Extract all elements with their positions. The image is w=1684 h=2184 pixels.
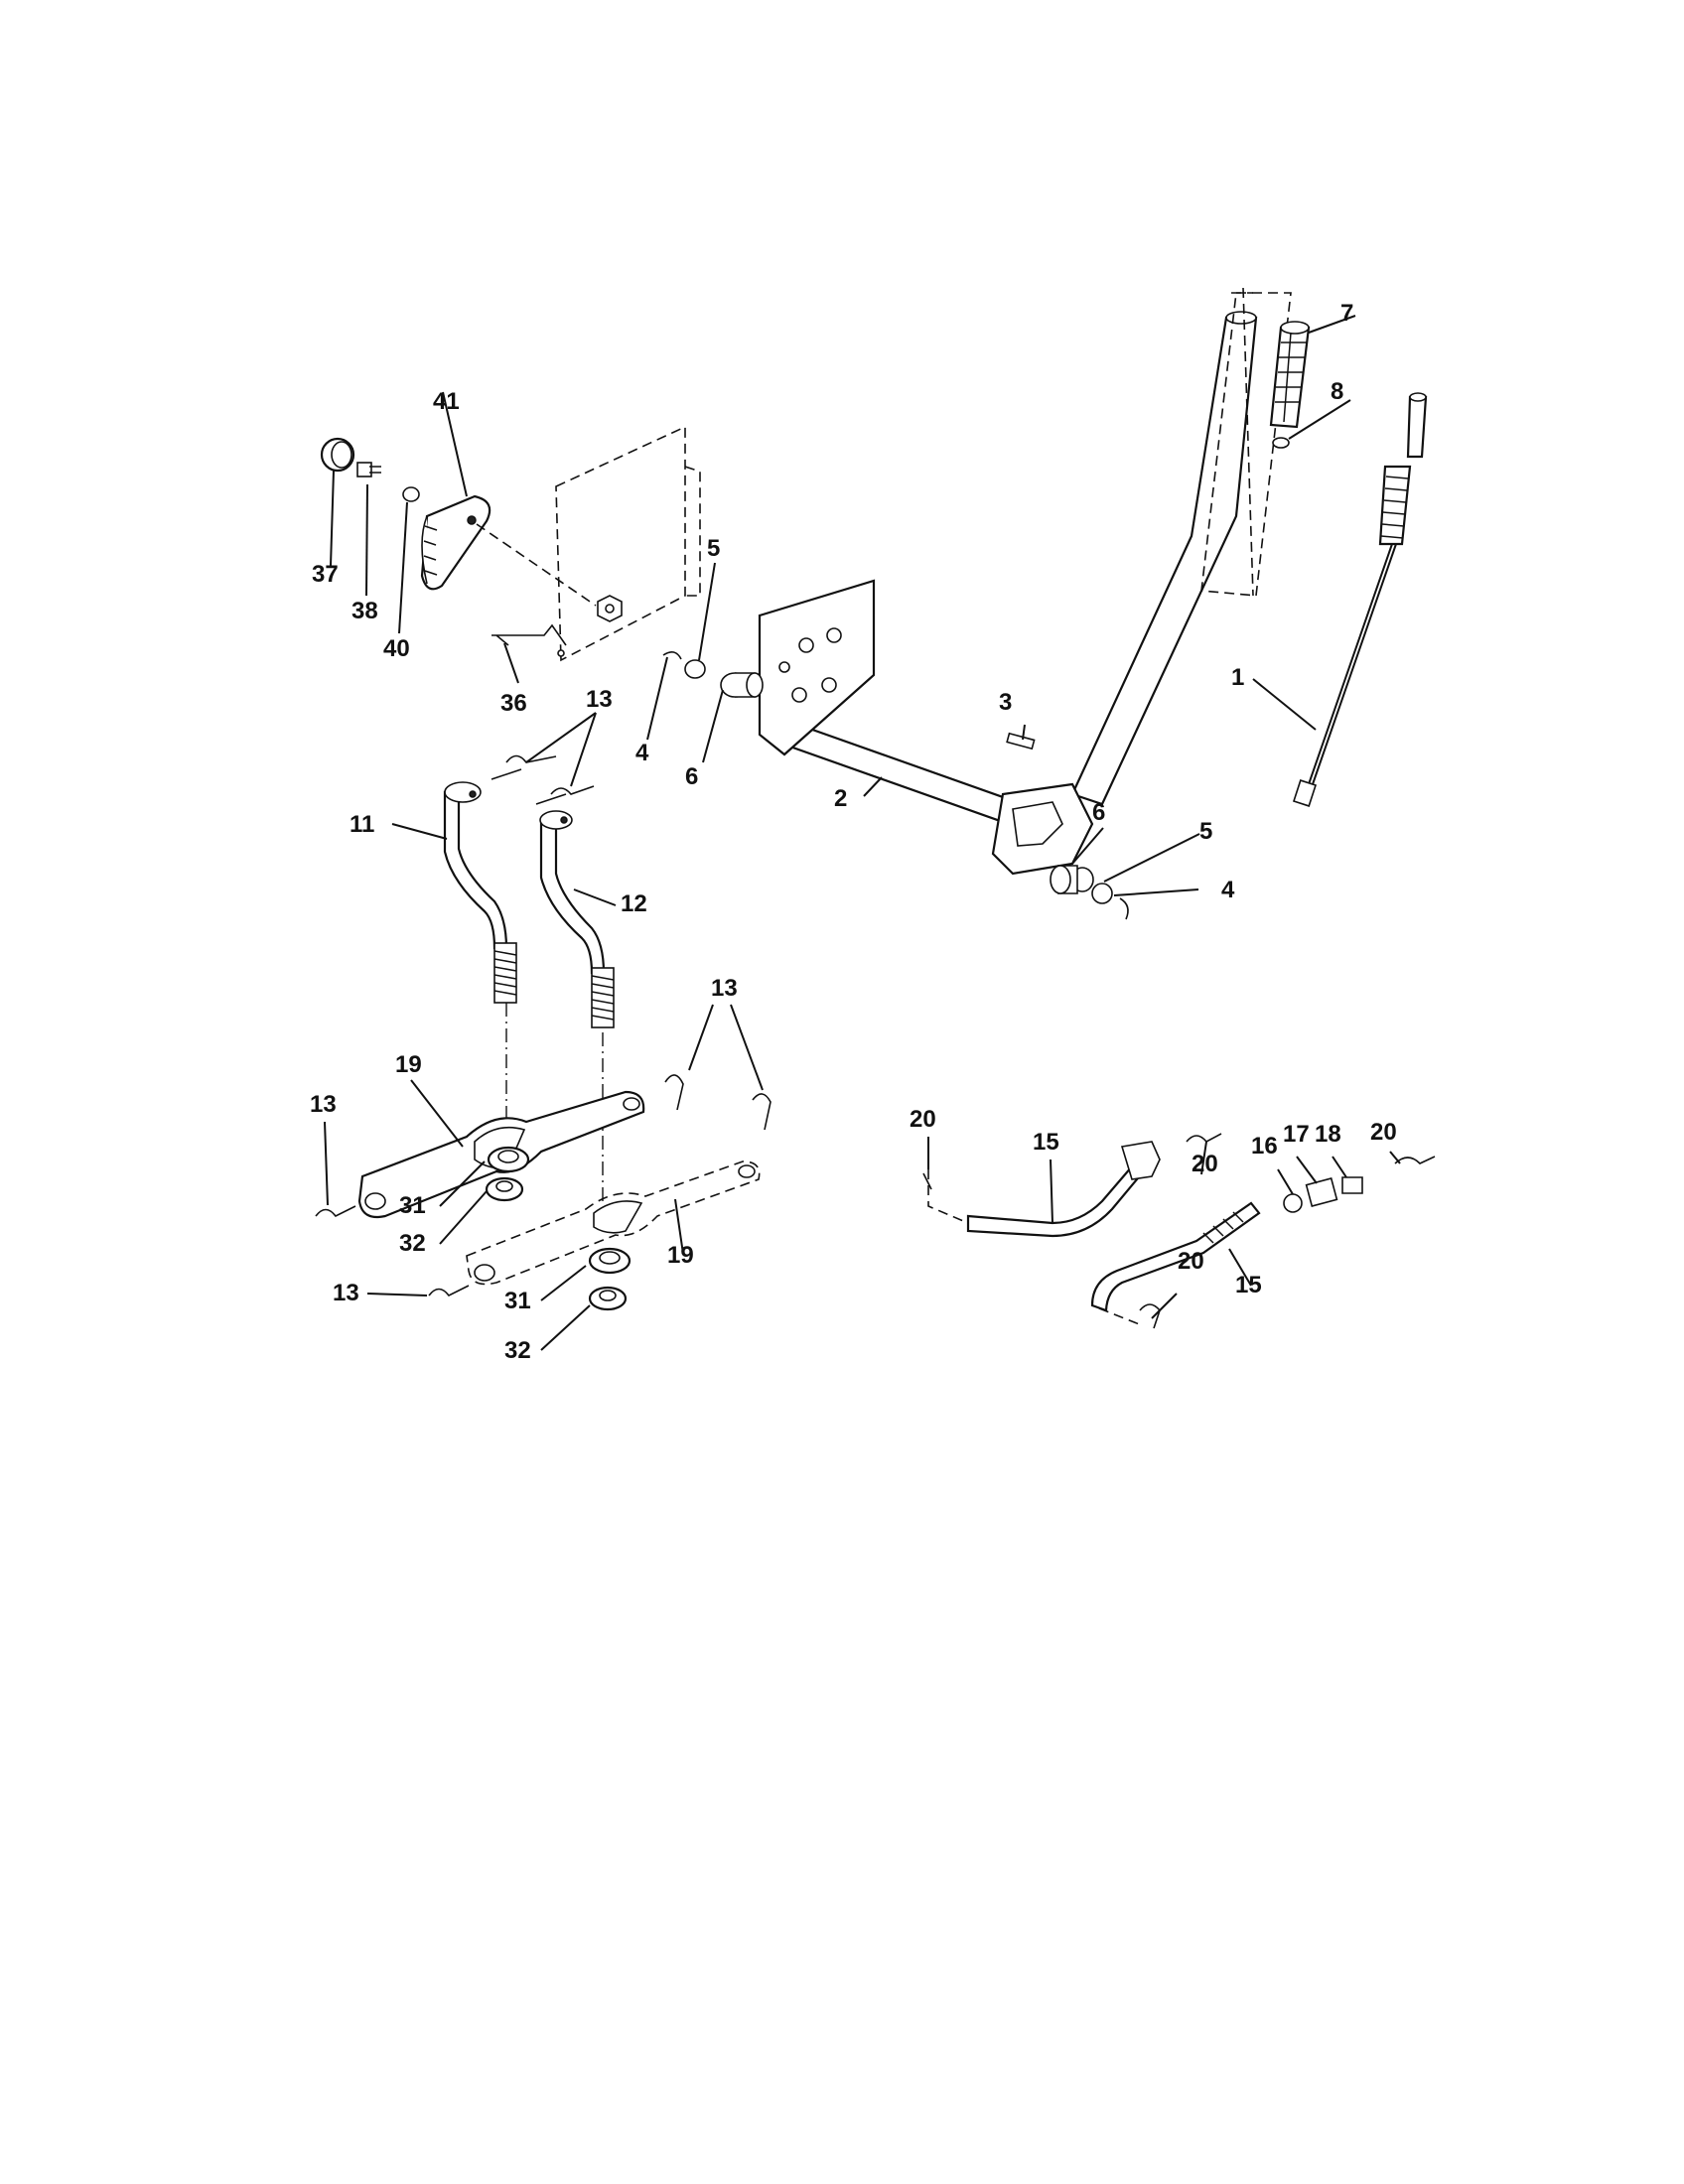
callout-8: 8 <box>1331 378 1343 405</box>
hairpin-clips-upper <box>491 754 595 805</box>
callout-13d: 13 <box>333 1280 359 1306</box>
callout-6a: 6 <box>685 763 698 790</box>
callout-37: 37 <box>312 561 339 588</box>
nut-lower <box>588 1286 628 1311</box>
callout-11: 11 <box>350 811 374 838</box>
callout-2: 2 <box>834 785 847 812</box>
lift-arm-lower <box>466 1160 761 1286</box>
callout-13a: 13 <box>586 686 613 713</box>
callout-31b: 31 <box>504 1288 531 1314</box>
draft-rod-upper <box>927 1141 1161 1238</box>
right-shaft-hardware <box>1050 865 1129 920</box>
callout-20b: 20 <box>1192 1151 1218 1177</box>
handle-grip-outline <box>1200 292 1292 597</box>
knob-screw <box>356 462 381 478</box>
pivot-shaft <box>758 579 1094 876</box>
callout-31a: 31 <box>399 1192 426 1219</box>
callout-36: 36 <box>500 690 527 717</box>
knob-washer <box>402 486 420 502</box>
callout-19b: 19 <box>667 1242 694 1269</box>
lift-link-12 <box>539 810 615 1201</box>
callout-20a: 20 <box>910 1106 936 1133</box>
callout-13b: 13 <box>711 975 738 1002</box>
cable-assembly <box>1292 392 1428 807</box>
hairpin-clips-lower <box>315 1074 772 1297</box>
callout-32a: 32 <box>399 1230 426 1257</box>
support-plate <box>555 425 701 662</box>
adjuster-hardware <box>1283 1176 1363 1213</box>
nut-upper <box>485 1176 524 1202</box>
callout-38: 38 <box>351 598 378 624</box>
callout-3: 3 <box>999 689 1012 716</box>
callout-5a: 5 <box>707 535 720 562</box>
left-shaft-hardware <box>662 651 764 698</box>
draft-rod-lower <box>1090 1201 1261 1326</box>
callout-19a: 19 <box>395 1051 422 1078</box>
callout-13c: 13 <box>310 1091 337 1118</box>
callout-12: 12 <box>621 890 647 917</box>
knob-cap <box>320 437 355 473</box>
lift-link-11 <box>443 781 517 1161</box>
callout-41: 41 <box>433 388 460 415</box>
callout-4a: 4 <box>635 740 649 766</box>
callout-15a: 15 <box>1033 1129 1059 1156</box>
callout-32b: 32 <box>504 1337 531 1364</box>
roll-pin <box>1006 732 1036 751</box>
callout-18: 18 <box>1315 1121 1341 1148</box>
leader-lines <box>324 315 1401 1351</box>
callout-1: 1 <box>1231 664 1244 691</box>
spacer-upper <box>487 1146 530 1173</box>
callout-17: 17 <box>1283 1121 1310 1148</box>
hand-grip <box>1269 321 1311 429</box>
callout-4b: 4 <box>1221 877 1235 903</box>
callout-20c: 20 <box>1370 1119 1397 1146</box>
retaining-ring <box>1272 437 1290 449</box>
callout-40: 40 <box>383 635 410 662</box>
knob-41 <box>420 494 597 607</box>
callout-20d: 20 <box>1178 1248 1204 1275</box>
spring-clip <box>491 623 567 646</box>
callout-16: 16 <box>1251 1133 1278 1160</box>
callout-labels: 1 2 3 4 4 5 5 6 6 7 8 11 12 13 13 13 13 … <box>310 300 1397 1364</box>
callout-15b: 15 <box>1235 1272 1262 1298</box>
spacer-lower <box>588 1247 632 1275</box>
callout-6b: 6 <box>1092 799 1105 826</box>
hairpin-clips-rods <box>922 1133 1436 1329</box>
callout-7: 7 <box>1340 300 1353 327</box>
callout-5b: 5 <box>1199 818 1212 845</box>
plate-nut <box>597 595 623 622</box>
